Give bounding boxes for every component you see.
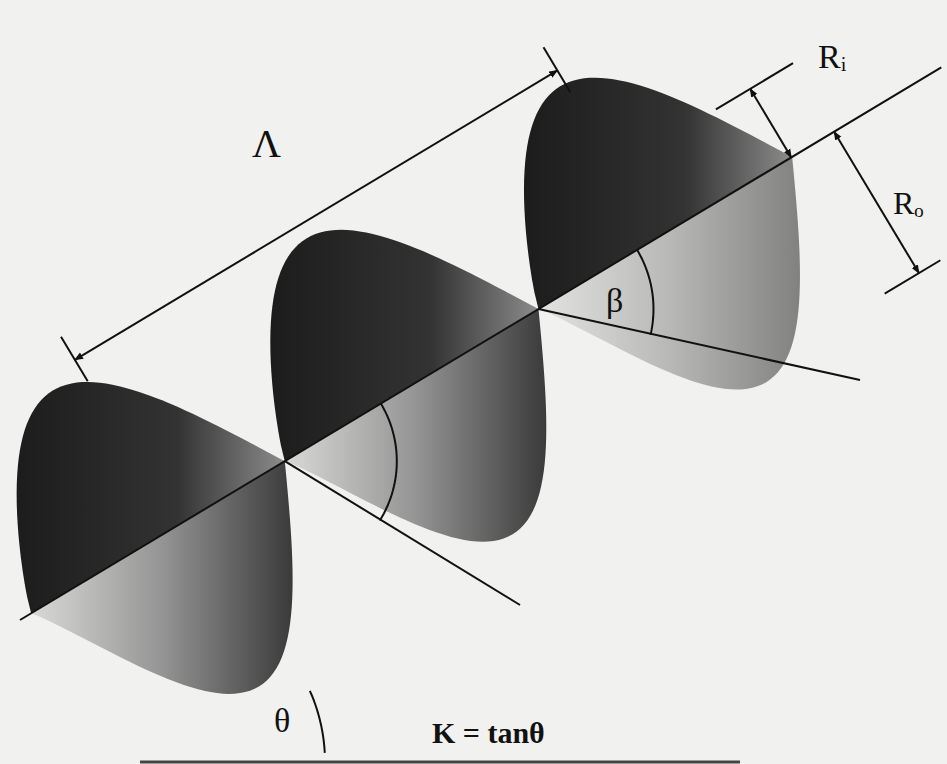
ribbon-edge-line — [538, 309, 860, 380]
twisted-ribbon — [17, 78, 800, 694]
base-line — [140, 761, 740, 764]
construction-lines — [20, 47, 941, 762]
ribbon-upper-lobe — [524, 78, 792, 309]
lambda-dimension — [75, 70, 557, 359]
angle-label: θ — [274, 702, 290, 739]
ribbon-upper-lobe — [270, 230, 538, 461]
theta-angle-arc — [310, 691, 325, 753]
angle-label: β — [606, 282, 623, 319]
axis-line — [20, 67, 941, 620]
formula-label: K = tanθ — [432, 716, 545, 749]
extension-tick — [61, 337, 88, 382]
angle-arc — [380, 403, 397, 520]
extension-tick — [885, 260, 941, 293]
inner-radius-label: Rᵢ — [818, 38, 846, 75]
extension-tick — [544, 47, 571, 92]
extension-tick — [716, 63, 793, 109]
outer-radius-label: Rₒ — [893, 186, 924, 221]
ribbon-edge-line — [285, 461, 520, 605]
ri-dimension — [750, 89, 791, 158]
period-label: Λ — [252, 122, 281, 166]
beta-angle-arc — [637, 250, 653, 335]
ribbon-upper-lobe — [17, 382, 285, 613]
